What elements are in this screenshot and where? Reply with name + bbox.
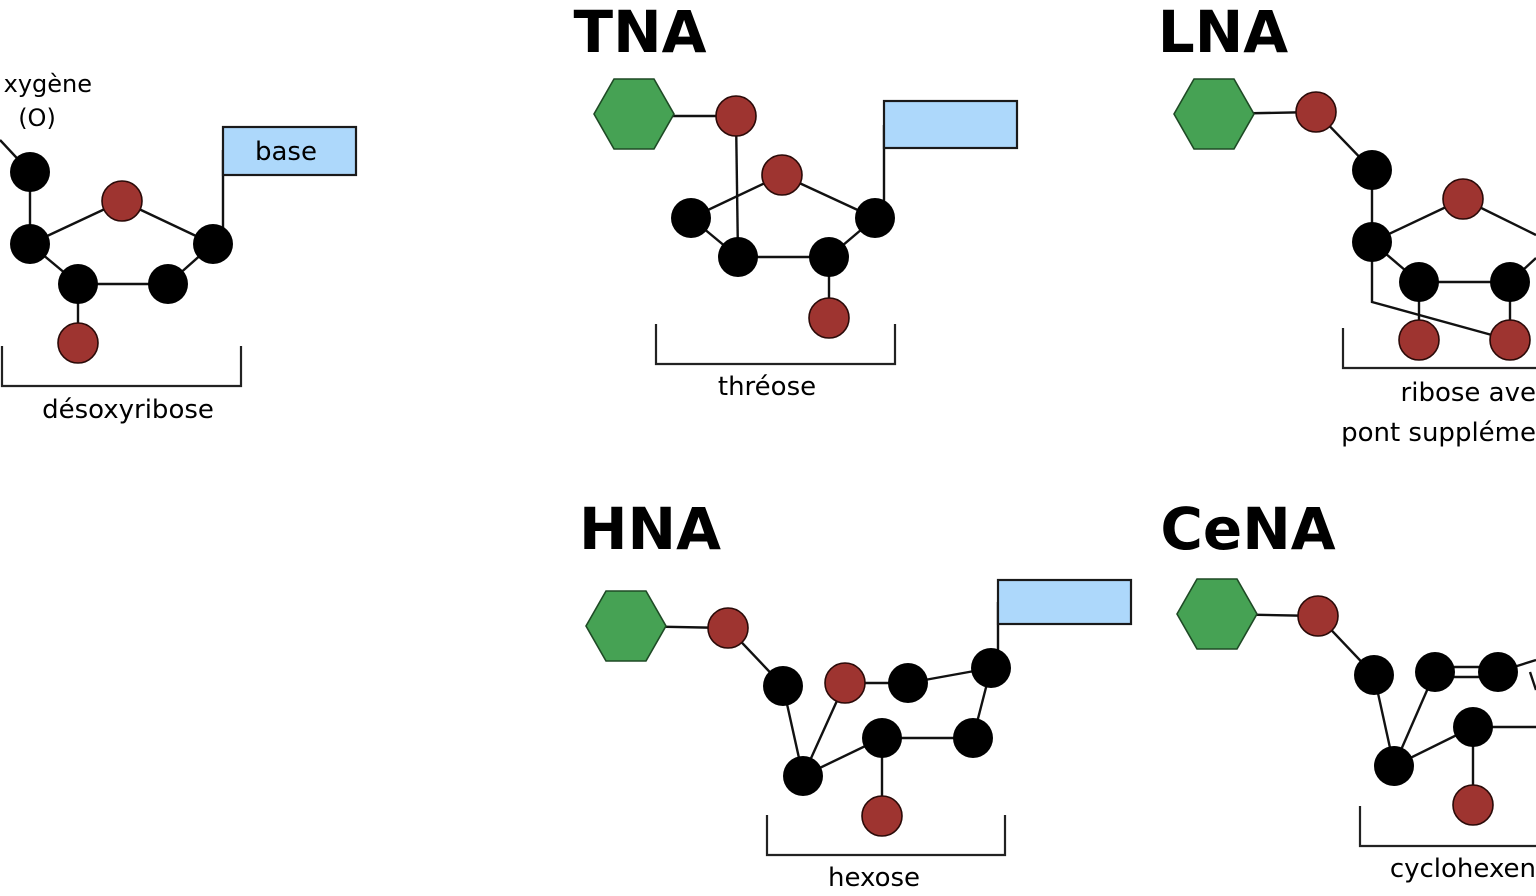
cena-oxygen-atom: [1297, 595, 1339, 637]
tna-sugar-label: thréose: [718, 372, 816, 402]
dna-sugar-label: désoxyribose: [42, 395, 214, 425]
hna-oxygen-atom: [707, 607, 749, 649]
lna-oxygen-atom: [1398, 319, 1440, 361]
dna-base-box: [221, 125, 358, 177]
oxygen-label-line1: xygène: [4, 70, 92, 98]
hna-panel: HNA hexose: [579, 495, 1133, 893]
lna-title: LNA: [1158, 0, 1288, 66]
dna-sugar-bracket: [0, 346, 243, 388]
dna-carbon-atom: [10, 224, 50, 264]
hna-carbon-atom: [763, 666, 803, 706]
hna-title: HNA: [579, 495, 721, 563]
hna-carbon-atom: [888, 663, 928, 703]
tna-oxygen-atom: [761, 154, 803, 196]
lna-oxygen-atom: [1295, 91, 1337, 133]
oxygen-label-line2: (O): [18, 104, 56, 132]
cena-phosphate-hexagon: [1176, 578, 1258, 650]
base-label: base: [255, 137, 317, 167]
cena-panel: CeNA cyclohexen: [1160, 495, 1536, 884]
tna-sugar-bracket: [654, 324, 897, 366]
tna-base-box: [882, 99, 1019, 150]
dna-carbon-atom: [58, 264, 98, 304]
cena-sugar-label: cyclohexen: [1390, 854, 1536, 884]
dna-carbon-atom: [148, 264, 188, 304]
dna-oxygen-atom: [101, 180, 143, 222]
tna-panel: TNA thréose: [574, 0, 1019, 402]
lna-phosphate-hexagon: [1173, 78, 1255, 150]
lna-carbon-atom: [1352, 150, 1392, 190]
lna-bridge-bond: [1370, 242, 1511, 342]
lna-sugar-label-line2: pont suppléme: [1341, 418, 1536, 448]
cena-oxygen-atom: [1452, 784, 1494, 826]
dna-carbon-atom: [10, 152, 50, 192]
cena-carbon-atom: [1478, 652, 1518, 692]
tna-title: TNA: [574, 0, 707, 66]
tna-carbon-atom: [809, 237, 849, 277]
dna-oxygen-atom: [57, 322, 99, 364]
lna-carbon-atom: [1352, 222, 1392, 262]
lna-oxygen-atom: [1442, 178, 1484, 220]
tna-oxygen-atom: [715, 95, 757, 137]
hna-sugar-bracket: [765, 815, 1007, 857]
hna-base-box: [996, 578, 1133, 626]
cena-sugar-bracket: [1358, 806, 1536, 848]
cena-carbon-atom: [1453, 707, 1493, 747]
tna-carbon-atom: [718, 237, 758, 277]
cena-carbon-atom: [1374, 746, 1414, 786]
tna-carbon-atom: [671, 198, 711, 238]
tna-oxygen-atom: [808, 297, 850, 339]
hna-carbon-atom: [971, 648, 1011, 688]
cena-carbon-atom: [1415, 652, 1455, 692]
lna-panel: LNA ribose ave pont suppléme: [1158, 0, 1536, 448]
lna-oxygen-atom: [1489, 319, 1531, 361]
hna-carbon-atom: [862, 718, 902, 758]
lna-carbon-atom: [1490, 262, 1530, 302]
hna-carbon-atom: [953, 718, 993, 758]
hna-sugar-label: hexose: [828, 863, 920, 893]
hna-oxygen-atom: [861, 795, 903, 837]
hna-phosphate-hexagon: [585, 590, 667, 662]
hna-carbon-atom: [783, 756, 823, 796]
hna-oxygen-atom: [824, 662, 866, 704]
cena-carbon-atom: [1354, 655, 1394, 695]
cena-bond: [1528, 671, 1536, 691]
tna-carbon-atom: [855, 198, 895, 238]
lna-sugar-label-line1: ribose ave: [1401, 378, 1536, 408]
tna-phosphate-hexagon: [593, 78, 675, 150]
lna-carbon-atom: [1399, 262, 1439, 302]
tna-bond: [734, 115, 740, 258]
cena-title: CeNA: [1160, 495, 1335, 563]
dna-carbon-atom: [193, 224, 233, 264]
lna-sugar-bracket: [1341, 328, 1536, 370]
dna-panel: xygène (O) base désoxyribose: [0, 70, 358, 425]
